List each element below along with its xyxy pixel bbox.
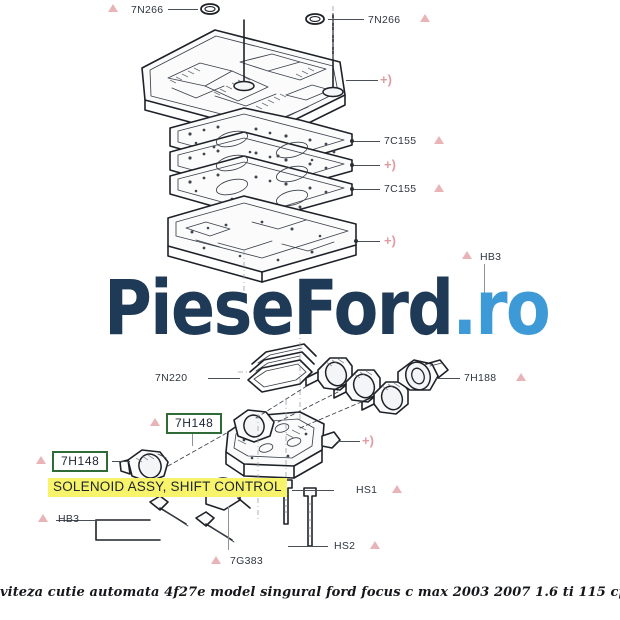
leader-7c155-lower <box>352 189 380 190</box>
leader-dot-1 <box>350 139 354 143</box>
callout-7g383-marker <box>211 556 221 564</box>
leader-hs1 <box>292 490 334 491</box>
part-solenoid-7h148-upper <box>233 409 275 443</box>
leader-7h148-lower <box>112 461 130 462</box>
leader-7g383 <box>228 506 229 550</box>
image-caption-text: viteza cutie automata 4f27e model singur… <box>0 585 620 600</box>
explode-guides <box>167 383 367 467</box>
image-caption: viteza cutie automata 4f27e model singur… <box>0 583 620 601</box>
boxed-part-7h148-lower[interactable]: 7H148 <box>52 451 109 472</box>
callout-7c155-upper-label: 7C155 <box>384 135 417 147</box>
part-wiring-harness-7n220 <box>238 343 317 393</box>
part-lower-valve-body <box>167 195 357 283</box>
assembly-axis-lines <box>243 6 334 520</box>
fastener-mark-2: +) <box>384 157 396 172</box>
solenoid-assy-highlight-label: SOLENOID ASSY, SHIFT CONTROL <box>48 478 287 498</box>
callout-7n220-label: 7N220 <box>155 372 188 384</box>
callout-hb3-right-label: HB3 <box>480 251 502 263</box>
callout-hs2-marker <box>370 541 380 549</box>
callout-hs2-label: HS2 <box>334 540 356 552</box>
fastener-mark-1: +) <box>380 72 392 87</box>
leader-plus-1 <box>346 80 378 81</box>
callout-7n266-left-label: 7N266 <box>131 4 164 16</box>
leader-dot-2 <box>350 163 354 167</box>
leader-7n266-left <box>168 9 198 10</box>
callout-7n266-right-label: 7N266 <box>368 14 401 26</box>
callout-7n266-right-marker <box>420 14 430 22</box>
callout-hs1-label: HS1 <box>356 484 378 496</box>
callout-7n266-left-marker <box>108 4 118 12</box>
callout-hb3-left-label: HB3 <box>58 513 80 525</box>
boxed-part-7h148-upper-marker <box>150 418 160 426</box>
leader-7h188 <box>436 378 460 379</box>
part-solenoid-7h148-lower <box>119 449 169 483</box>
callout-hb3-left-marker <box>38 514 48 522</box>
callout-7c155-lower-label: 7C155 <box>384 183 417 195</box>
leader-hb3-right <box>484 264 485 296</box>
callout-7h188-marker <box>516 373 526 381</box>
callout-7g383-label: 7G383 <box>230 555 264 567</box>
leader-7h148-upper <box>192 432 193 446</box>
leader-hb3-left <box>56 520 98 521</box>
callout-hb3-right-marker <box>462 251 472 259</box>
leader-dot-4 <box>354 239 358 243</box>
leader-plus-2 <box>352 165 380 166</box>
part-7h188-fitting <box>397 359 449 391</box>
callout-hs1-marker <box>392 485 402 493</box>
callout-7c155-lower-marker <box>434 184 444 192</box>
leader-plus-4 <box>338 441 360 442</box>
leader-hs2 <box>288 546 328 547</box>
leader-7n266-right <box>328 19 364 20</box>
leader-dot-3 <box>350 187 354 191</box>
callout-7h188-label: 7H188 <box>464 372 497 384</box>
callout-7c155-upper-marker <box>434 136 444 144</box>
boxed-part-7h148-upper[interactable]: 7H148 <box>166 413 223 434</box>
fastener-mark-3: +) <box>384 233 396 248</box>
boxed-part-7h148-lower-marker <box>36 456 46 464</box>
leader-plus-3 <box>356 241 380 242</box>
fastener-mark-4: +) <box>362 433 374 448</box>
leader-7c155-upper <box>352 141 380 142</box>
part-upper-valve-body <box>141 3 346 144</box>
part-shift-solenoid-row <box>305 357 409 415</box>
leader-7n220 <box>208 378 240 379</box>
